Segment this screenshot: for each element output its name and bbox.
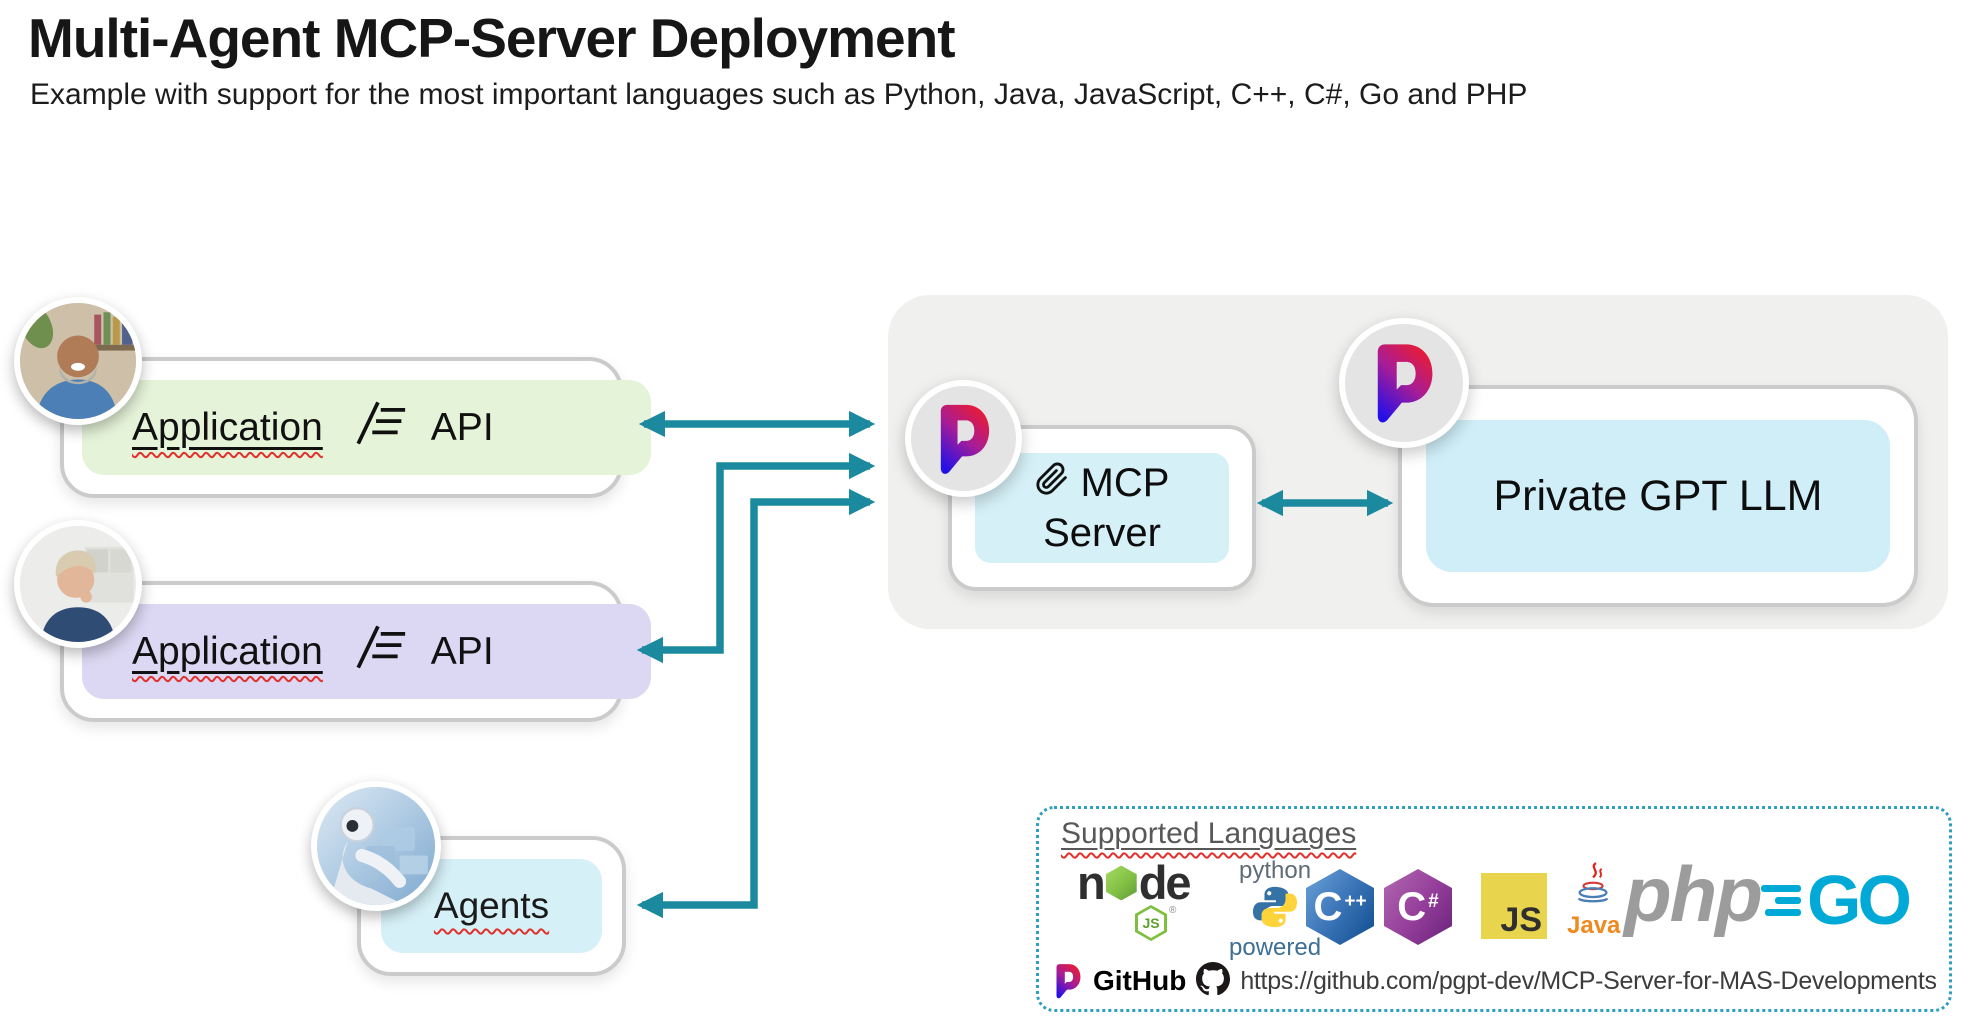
page-title: Multi-Agent MCP-Server Deployment — [28, 7, 956, 69]
arrow-agents-mcp — [636, 488, 876, 919]
cpp-suffix: ++ — [1344, 891, 1367, 912]
javascript-text: JS — [1500, 901, 1542, 939]
go-speed-lines-icon — [1761, 884, 1801, 916]
application1-card: Application API — [60, 357, 651, 498]
application1-api-label: API — [430, 405, 494, 449]
arrow-app2-mcp — [636, 452, 876, 664]
application2-label: Application — [132, 629, 323, 673]
agents-body: Agents — [381, 859, 602, 953]
python-snakes-icon — [1252, 884, 1298, 935]
private-gpt-label: Private GPT LLM — [1493, 471, 1823, 520]
privategpt-logo-circle-gpt — [1339, 318, 1469, 448]
cpp-logo: C ++ — [1306, 869, 1374, 945]
github-label: GitHub — [1093, 965, 1187, 996]
privategpt-p-icon — [1056, 964, 1081, 999]
mcp-server-body: MCP Server — [975, 453, 1229, 563]
nodejs-js-badge-icon: JS — [1135, 904, 1167, 941]
go-logo: GO — [1761, 861, 1912, 939]
nodejs-text-de: de — [1138, 856, 1192, 909]
python-powered-logo: python powered — [1229, 859, 1321, 960]
csharp-suffix: # — [1428, 891, 1439, 912]
mcp-label-line1: MCP — [1080, 461, 1170, 505]
github-url-link[interactable]: https://github.com/pgpt-dev/MCP-Server-f… — [1240, 966, 1937, 995]
csharp-letter: C — [1397, 885, 1427, 929]
application1-label: Application — [132, 405, 323, 449]
privategpt-p-icon — [1377, 344, 1433, 423]
api-icon — [347, 625, 407, 679]
application1-body: Application API — [82, 380, 651, 475]
application2-body: Application API — [82, 604, 651, 699]
php-text: php — [1624, 850, 1763, 938]
supported-languages-title: Supported Languages — [1061, 817, 1357, 850]
powered-text: powered — [1229, 934, 1322, 961]
nodejs-text-n: n — [1077, 856, 1106, 909]
api-icon — [347, 401, 407, 455]
application2-card: Application API — [60, 581, 651, 722]
java-cup-icon — [1573, 861, 1615, 914]
paperclip-icon — [1035, 458, 1069, 508]
go-text: GO — [1807, 861, 1912, 939]
private-gpt-body: Private GPT LLM — [1426, 420, 1890, 572]
avatar-user2 — [14, 520, 142, 648]
application2-api-label: API — [430, 629, 494, 673]
nodejs-registered-mark: ® — [1169, 904, 1177, 916]
page-subtitle: Example with support for the most import… — [30, 78, 1528, 111]
java-logo: Java — [1567, 861, 1620, 938]
python-text: python — [1239, 857, 1312, 884]
github-row: GitHub https://github.com/pgpt-dev/MCP-S… — [1053, 961, 1937, 1001]
mcp-label-line2: Server — [1043, 511, 1161, 555]
cpp-letter: C — [1313, 885, 1343, 929]
privategpt-p-icon — [940, 404, 989, 474]
csharp-logo: C # — [1384, 869, 1452, 945]
avatar-robot — [311, 781, 441, 911]
nodejs-hexagon-icon — [1105, 865, 1137, 901]
php-logo: php — [1624, 850, 1763, 938]
private-gpt-card: Private GPT LLM — [1398, 385, 1918, 607]
agents-label: Agents — [433, 885, 550, 926]
javascript-logo: JS — [1481, 873, 1547, 939]
privategpt-logo-circle-mcp — [905, 380, 1022, 497]
java-text: Java — [1567, 912, 1621, 939]
octocat-icon — [1196, 961, 1231, 1001]
avatar-user1 — [14, 297, 142, 425]
